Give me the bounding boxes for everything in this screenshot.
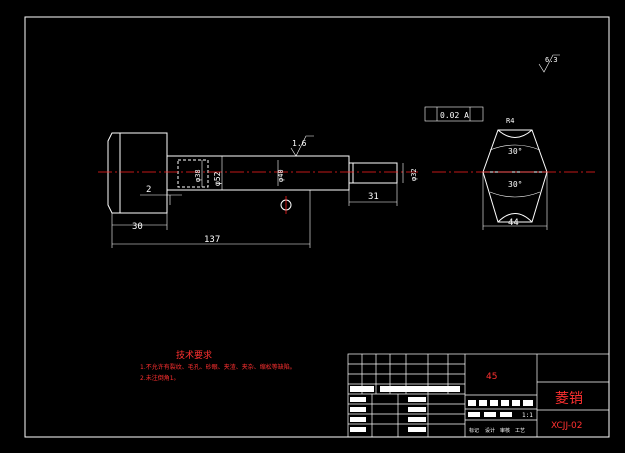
front-view bbox=[98, 132, 418, 248]
roughness-text-1-6: 1.6 bbox=[292, 139, 307, 148]
angle-arc-mid bbox=[489, 191, 541, 198]
technical-notes: 技术要求 1.不允许有裂纹、毛孔、砂眼、夹渣、夹杂、缩松等缺陷。 2.未注倒角1… bbox=[140, 349, 296, 382]
notes-line-2: 2.未注倒角1。 bbox=[140, 374, 180, 382]
material-text: 45 bbox=[486, 372, 497, 382]
angle-arc-top bbox=[489, 144, 541, 151]
title-block-text: 45 菱销 XCJJ-02 1:1 标记 设计 审核 工艺 bbox=[469, 372, 583, 434]
diamond-top-arc bbox=[497, 129, 533, 138]
tb-label-c: 审核 bbox=[500, 427, 510, 434]
dim-text-137: 137 bbox=[204, 235, 220, 245]
dim-text-d38: φ38 bbox=[194, 169, 202, 182]
tb-label-a: 标记 bbox=[469, 427, 479, 434]
angle-text-top: 30° bbox=[508, 147, 522, 156]
tb-label-b: 设计 bbox=[485, 427, 495, 434]
pin-tip bbox=[348, 162, 398, 184]
dim-text-44: 44 bbox=[508, 218, 519, 228]
pin-bore bbox=[177, 159, 209, 188]
dim-text-d52: φ52 bbox=[213, 171, 222, 186]
dim-text-31: 31 bbox=[368, 192, 379, 202]
scale-text: 1:1 bbox=[522, 412, 533, 419]
roughness-text-6-3: 6.3 bbox=[545, 56, 558, 64]
dim-text-2: 2 bbox=[146, 185, 151, 195]
notes-heading: 技术要求 bbox=[176, 349, 212, 361]
tolerance-text: 0.02 A bbox=[440, 111, 469, 120]
tb-mid-grid bbox=[465, 400, 537, 421]
tb-left-grid bbox=[348, 354, 465, 437]
dim-text-d32: φ32 bbox=[410, 168, 418, 181]
title-block-frame bbox=[347, 353, 610, 438]
notes-line-1: 1.不允许有裂纹、毛孔、砂眼、夹渣、夹杂、缩松等缺陷。 bbox=[140, 363, 296, 371]
tb-label-d: 工艺 bbox=[515, 428, 525, 434]
dimension-labels: 30 137 31 2 1.6 6.3 44 30° 30° R4 0.02 A… bbox=[132, 56, 558, 245]
angle-text-mid: 30° bbox=[508, 180, 522, 189]
drawing-border bbox=[24, 16, 610, 438]
pin-head bbox=[107, 132, 168, 214]
dim-text-d40: φ40 bbox=[277, 169, 285, 182]
diamond-profile bbox=[482, 129, 548, 223]
drawing-number: XCJJ-02 bbox=[551, 421, 582, 431]
diamond-bottom-arc bbox=[497, 213, 533, 223]
tolerance-frame bbox=[424, 106, 484, 122]
radius-text: R4 bbox=[506, 117, 514, 125]
part-title: 菱销 bbox=[555, 391, 583, 407]
roughness-symbol-global bbox=[538, 54, 560, 73]
dim-text-30: 30 bbox=[132, 222, 143, 232]
roughness-symbol-front bbox=[290, 135, 314, 157]
side-view bbox=[424, 54, 595, 230]
title-block bbox=[347, 353, 610, 438]
